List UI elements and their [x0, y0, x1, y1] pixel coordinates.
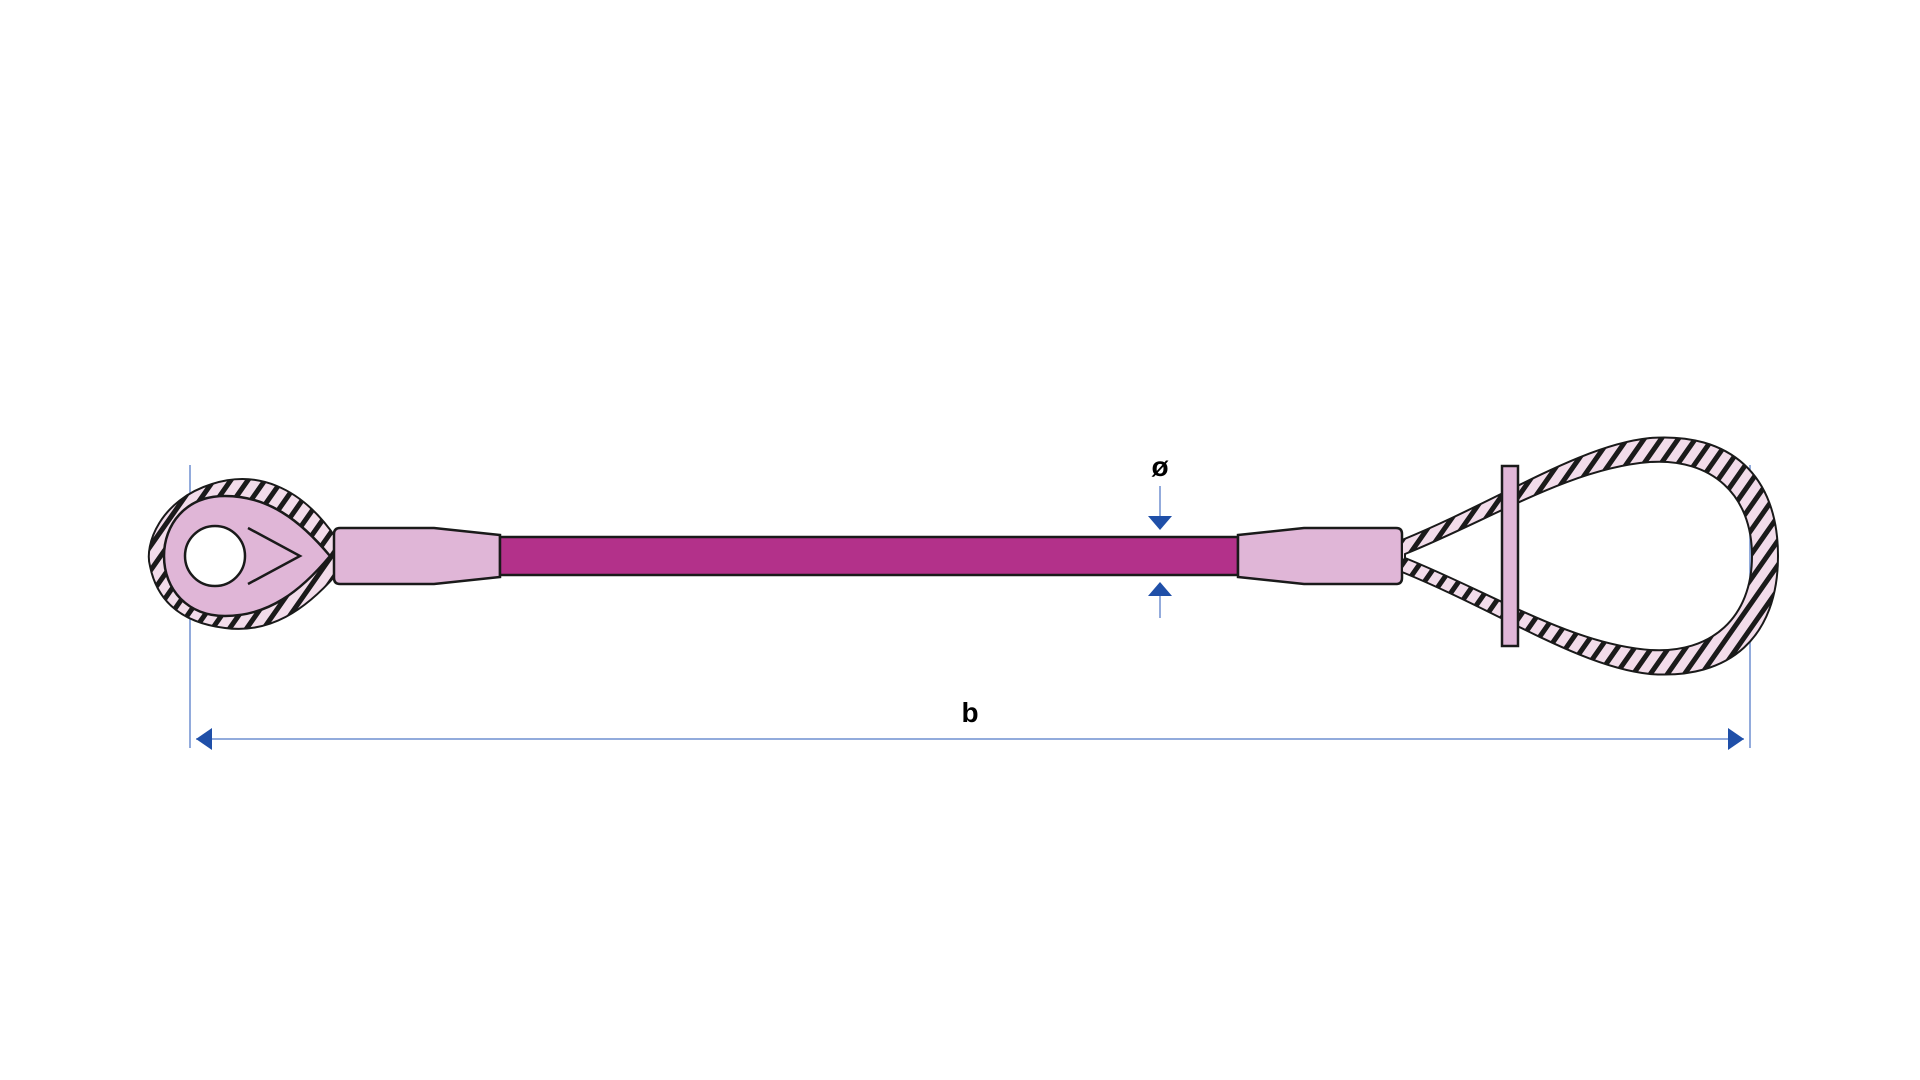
diameter-dimension: ø	[1148, 451, 1172, 618]
soft-eye-rope-loop	[1401, 436, 1780, 676]
spacer-plate	[1500, 464, 1520, 648]
thimble-groove	[247, 526, 303, 586]
ferrule-left	[332, 526, 502, 586]
soft-eye-right	[1401, 436, 1780, 676]
length-dimension: b	[196, 697, 1744, 750]
thimble-eye-left	[147, 478, 337, 630]
length-label: b	[961, 697, 978, 728]
length-arrow-right	[1728, 728, 1744, 750]
length-arrow-left	[196, 728, 212, 750]
diameter-label: ø	[1151, 451, 1168, 482]
ferrule-right	[1236, 526, 1404, 586]
diameter-arrow-down	[1148, 516, 1172, 530]
diameter-arrow-up	[1148, 582, 1172, 596]
thimble-hole	[183, 524, 247, 588]
thimble-body	[162, 494, 332, 618]
wire-rope-cable	[498, 535, 1240, 577]
